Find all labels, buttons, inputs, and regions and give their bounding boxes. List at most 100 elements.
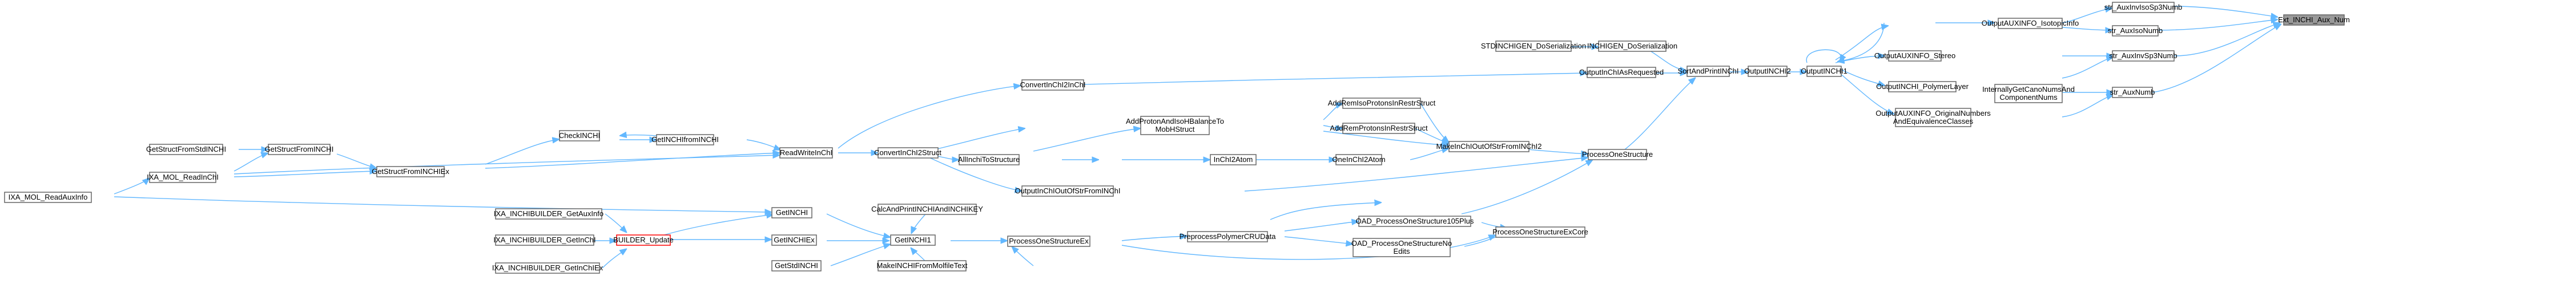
node-oad-processonestructure105plus[interactable]: OAD_ProcessOneStructure105Plus [1356, 216, 1474, 227]
node-getstructfrominchiex[interactable]: GetStructFromINCHIEx [372, 166, 449, 177]
edge [1323, 125, 1343, 128]
node-processonestructureex[interactable]: ProcessOneStructureEx [1007, 236, 1090, 247]
node-ixa-inchibuilder-getauxinfo[interactable]: IXA_INCHIBUILDER_GetAuxInfo [494, 208, 603, 220]
node-label: OutputINCHI_PolymerLayer [1876, 82, 1969, 91]
node-processonestructureexcore[interactable]: ProcessOneStructureExCore [1492, 226, 1588, 238]
node-builder-update[interactable]: BUILDER_Update [613, 234, 674, 246]
edge [656, 214, 774, 238]
node-outputauxinfo-isotopicinfo[interactable]: OutputAUXINFO_IsotopicInfo [1982, 18, 2079, 29]
node-getinchiex[interactable]: GetINCHIEx [771, 234, 817, 246]
node-label: MakeInChIOutOfStrFromINChI2 [1436, 142, 1542, 151]
node-str-auxinvisosp3numb[interactable]: str_AuxInvIsoSp3Numb [2104, 2, 2183, 13]
node-getstructfrominchi[interactable]: GetStructFromINCHI [265, 144, 334, 155]
node-inchigen-doserialization[interactable]: INCHIGEN_DoSerialization [1587, 40, 1677, 52]
edge [1420, 103, 1449, 143]
node-label: MobHStruct [1156, 125, 1195, 133]
node-addprotonandisohbalance[interactable]: AddProtonAndIsoHBalanceTo MobHStruct [1126, 116, 1224, 135]
node-label: Edits [1394, 247, 1410, 256]
node-label: OutputInChIAsRequested [1579, 68, 1664, 76]
nodes: Ext_INCHI_Aux_Num str_AuxInvIsoSp3Numb s… [4, 2, 2350, 274]
node-ixa-mol-readauxinfo[interactable]: IXA_MOL_ReadAuxInfo [4, 192, 92, 203]
node-label: OutputAUXINFO_OriginalNumbers [1875, 109, 1991, 117]
edge [746, 139, 781, 150]
node-label: GetStdINCHI [775, 261, 818, 270]
node-processonestructure[interactable]: ProcessOneStructure [1582, 149, 1653, 160]
node-str-auxisonumb[interactable]: str_AuxIsoNumb [2108, 25, 2163, 37]
edge [838, 86, 1021, 149]
node-label: GetINCHIEx [774, 236, 815, 244]
edge [2062, 8, 2112, 23]
node-getstdinchi[interactable]: GetStdINCHI [771, 260, 822, 271]
edge [1618, 78, 1696, 155]
node-ixa-mol-readinchi[interactable]: IXA_MOL_ReadInChI [147, 172, 219, 183]
node-outputauxinfo-stereo[interactable]: OutputAUXINFO_Stereo [1874, 50, 1955, 62]
edge-self [1837, 22, 1885, 62]
edge [234, 171, 377, 177]
node-allinchitostructure[interactable]: AllInchiToStructure [958, 154, 1020, 165]
node-inchi2atom[interactable]: InChI2Atom [1210, 154, 1257, 165]
edge [234, 153, 268, 172]
node-oad-processonestructurenoedits[interactable]: OAD_ProcessOneStructureNo Edits [1351, 238, 1452, 257]
node-outputinchi-polymerlayer[interactable]: OutputINCHI_PolymerLayer [1876, 81, 1969, 92]
edge [2174, 6, 2278, 17]
edge [1083, 73, 1587, 85]
node-outputinchi2[interactable]: OutputINCHI2 [1744, 66, 1791, 77]
node-label: str_AuxInvSp3Numb [2109, 51, 2177, 60]
node-label: INCHIGEN_DoSerialization [1587, 42, 1677, 50]
node-label: ReadWriteInChI [780, 148, 832, 157]
node-ext-inchi-aux-num[interactable]: Ext_INCHI_Aux_Num [2278, 14, 2350, 26]
node-readwriteinchi[interactable]: ReadWriteInChI [779, 147, 833, 159]
edge [1033, 128, 1141, 152]
node-ixa-inchibuilder-getinchiex[interactable]: IXA_INCHIBUILDER_GetInChIEx [492, 262, 603, 274]
node-label: OutputINCHI2 [1744, 67, 1791, 75]
node-convertinchi2inchi[interactable]: ConvertInChI2InChI [1020, 79, 1086, 91]
node-sortandprintinchi[interactable]: SortAndPrintINChI [1678, 66, 1739, 77]
node-label: BUILDER_Update [613, 236, 674, 244]
node-outputinchiasrequested[interactable]: OutputInChIAsRequested [1579, 67, 1664, 78]
node-label: SortAndPrintINChI [1678, 67, 1739, 75]
node-label: ProcessOneStructureExCore [1492, 228, 1588, 236]
node-makeinchifrommolfiletext[interactable]: MakeINCHIFromMolfileText [877, 260, 968, 271]
node-label: STDINCHIGEN_DoSerialization [1481, 42, 1586, 50]
node-outputauxinfo-originalnumbers[interactable]: OutputAUXINFO_OriginalNumbers AndEquival… [1875, 108, 1991, 127]
edge [1270, 202, 1382, 220]
node-label: OutputAUXINFO_IsotopicInfo [1982, 19, 2079, 27]
node-addremisoprotons[interactable]: AddRemIsoProtonsInRestrStruct [1328, 98, 1436, 109]
node-addremprotons[interactable]: AddRemProtonsInRestrStruct [1330, 123, 1428, 134]
node-ixa-inchibuilder-getinchi[interactable]: IXA_INCHIBUILDER_GetInChI [493, 234, 596, 246]
node-outputinchioutofstrfrominchi[interactable]: OutputInChIOutOfStrFromINChI [1015, 185, 1121, 197]
node-internallygetcanonums[interactable]: InternallyGetCanoNumsAnd ComponentNums [1982, 84, 2075, 103]
node-label: IXA_MOL_ReadAuxInfo [9, 193, 88, 201]
edge [1012, 246, 1034, 266]
node-label: ConvertInChI2Struct [874, 148, 941, 157]
node-getinchifrominchi[interactable]: GetINCHIfromINCHI [651, 134, 719, 145]
node-preprocesspolymercrudata[interactable]: PreprocessPolymerCRUData [1179, 231, 1276, 242]
node-makeinchioutofstrfrominchi2[interactable]: MakeInChIOutOfStrFromINChI2 [1436, 141, 1542, 152]
node-label: CalcAndPrintINCHIAndINCHIKEY [871, 205, 983, 213]
node-convertinchi2struct[interactable]: ConvertInChI2Struct [874, 147, 941, 159]
node-str-auxinvsp3numb[interactable]: str_AuxInvSp3Numb [2109, 50, 2177, 62]
node-label: AllInchiToStructure [958, 155, 1020, 164]
edge [1284, 236, 1353, 244]
node-calcandprintinchiandinchikey[interactable]: CalcAndPrintINCHIAndINCHIKEY [871, 204, 983, 215]
node-getstructfromstdinchi[interactable]: GetStructFromStdINCHI [146, 144, 226, 155]
node-label: GetStructFromStdINCHI [146, 145, 226, 153]
node-label: Ext_INCHI_Aux_Num [2278, 15, 2350, 24]
node-checkinchi[interactable]: CheckINCHI [559, 130, 600, 141]
node-oneinchi2atom[interactable]: OneInChI2Atom [1332, 154, 1386, 165]
edge [605, 213, 627, 233]
edge [114, 196, 772, 212]
edge [619, 135, 657, 136]
node-str-auxnumb[interactable]: str_AuxNumb [2110, 87, 2155, 98]
node-getinchi1[interactable]: GetINCHI1 [890, 234, 936, 246]
node-stdinchigen-doserialization[interactable]: STDINCHIGEN_DoSerialization [1481, 40, 1586, 52]
node-label: ComponentNums [1999, 93, 2058, 102]
node-getinchi[interactable]: GetINCHI [771, 207, 812, 218]
edge-loop [1806, 49, 1841, 63]
edge [2062, 27, 2112, 30]
node-label: GetINCHI [776, 208, 808, 217]
edge [1244, 157, 1588, 192]
node-label: OutputAUXINFO_Stereo [1874, 51, 1955, 60]
edge [830, 244, 891, 266]
node-outputinchi1[interactable]: OutputINCHI1 [1801, 66, 1848, 77]
